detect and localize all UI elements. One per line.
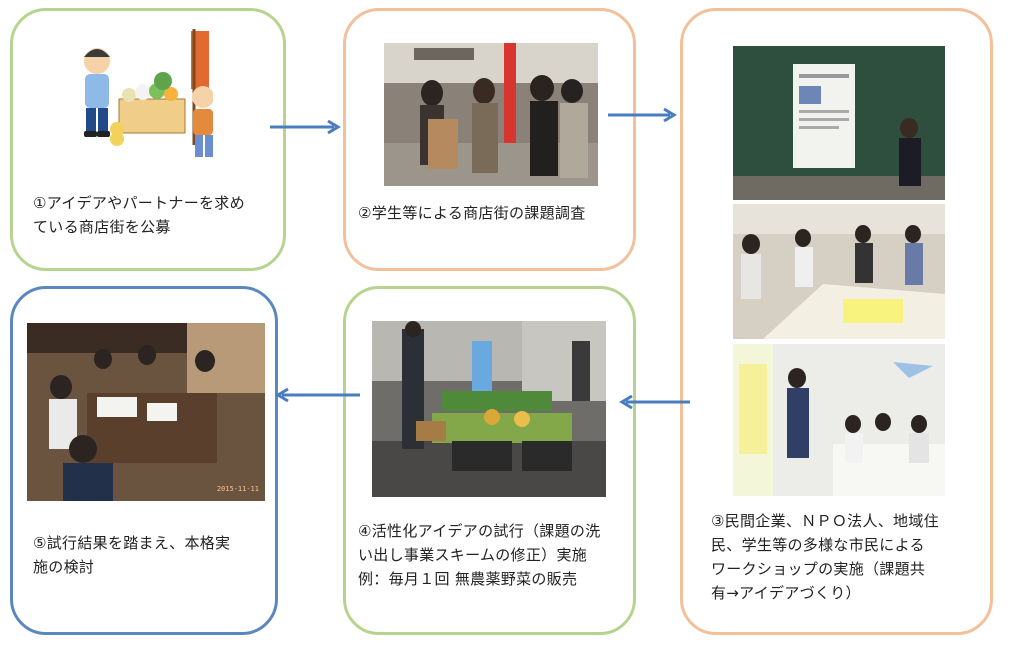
step-5-line-1: ⑤試行結果を踏まえ、本格実 — [33, 534, 231, 552]
step-2-line-1: ②学生等による商店街の課題調査 — [358, 204, 586, 222]
step-1-caption: ①アイデアやパートナーを求め ている商店街を公募 — [33, 191, 283, 239]
group-discussion-photo — [733, 344, 945, 496]
step-3-box: ③民間企業、ＮＰＯ法人、地域住 民、学生等の多様な市民による ワークショップの実… — [680, 8, 993, 635]
step-5-box: 2015-11-11 ⑤試行結果を踏まえ、本格実 施の検討 — [10, 286, 278, 635]
vegetable-stall-photo — [372, 321, 606, 497]
meeting-photo: 2015-11-11 — [27, 323, 265, 501]
step-1-line-1: ①アイデアやパートナーを求め — [33, 194, 245, 212]
workshop-photo — [733, 204, 945, 339]
step-1-box: ①アイデアやパートナーを求め ている商店街を公募 — [10, 8, 286, 271]
step-4-line-1: ④活性化アイデアの試行（課題の洗 — [358, 522, 601, 540]
step-3-line-1: ③民間企業、ＮＰＯ法人、地域住 — [711, 512, 939, 530]
step-2-box: ②学生等による商店街の課題調査 — [343, 8, 636, 271]
step-4-line-3: 例：毎月１回 無農薬野菜の販売 — [358, 570, 578, 588]
step-5-caption: ⑤試行結果を踏まえ、本格実 施の検討 — [33, 531, 273, 579]
step-3-line-2: 民、学生等の多様な市民による — [711, 536, 925, 554]
arrow-right-icon — [270, 119, 341, 135]
street-survey-photo — [384, 43, 598, 186]
step-3-caption: ③民間企業、ＮＰＯ法人、地域住 民、学生等の多様な市民による ワークショップの実… — [711, 509, 986, 605]
step-3-line-3: ワークショップの実施（課題共 — [711, 560, 926, 578]
arrow-right-icon — [608, 107, 677, 123]
step-2-caption: ②学生等による商店街の課題調査 — [358, 201, 628, 225]
step-1-line-2: ている商店街を公募 — [33, 218, 171, 236]
step-5-line-2: 施の検討 — [33, 558, 95, 576]
arrow-left-icon — [619, 394, 690, 410]
step-4-box: ④活性化アイデアの試行（課題の洗 い出し事業スキームの修正）実施 例：毎月１回 … — [343, 286, 636, 635]
arrow-left-icon — [275, 387, 360, 403]
photo-date-stamp: 2015-11-11 — [216, 485, 259, 493]
shopkeeper-illustration — [73, 25, 213, 165]
presentation-photo — [733, 46, 945, 200]
step-4-line-2: い出し事業スキームの修正）実施 — [358, 546, 588, 564]
step-4-caption: ④活性化アイデアの試行（課題の洗 い出し事業スキームの修正）実施 例：毎月１回 … — [358, 519, 633, 591]
step-3-line-4: 有→アイデアづくり） — [711, 584, 861, 602]
